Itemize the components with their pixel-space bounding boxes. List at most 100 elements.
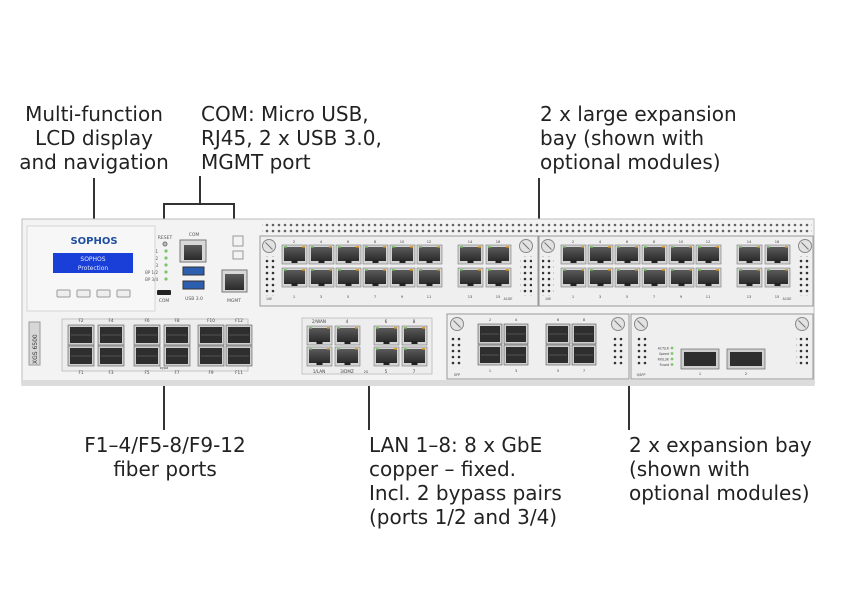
leader-expansion <box>628 386 630 430</box>
large-bay-port-bottom[interactable] <box>587 267 614 288</box>
sfp-port-1[interactable] <box>477 344 503 366</box>
callout-com-line: COM: Micro USB, <box>201 102 369 126</box>
fiber-port-F6[interactable] <box>133 324 161 346</box>
large-bay-port-bottom[interactable] <box>485 267 512 288</box>
lan-port-4[interactable] <box>334 325 361 346</box>
lan-bottom-label: 3/DMZ <box>340 369 354 374</box>
large-bay-port-bottom[interactable] <box>736 267 763 288</box>
thumbscrew-icon[interactable] <box>795 317 809 331</box>
lan-port-3/DMZ[interactable] <box>334 346 361 367</box>
large-bay-port-top[interactable] <box>335 244 362 265</box>
lan-port-7[interactable] <box>401 346 428 367</box>
lcd-button-menu[interactable] <box>56 289 71 298</box>
lan-port-5[interactable] <box>373 346 400 367</box>
sfp-port-2[interactable] <box>477 323 503 345</box>
qsfp-port-2[interactable] <box>726 348 766 370</box>
large-bay-port-bottom[interactable] <box>764 267 791 288</box>
thumbscrew-icon[interactable] <box>541 239 555 253</box>
sfp-port-8[interactable] <box>571 323 597 345</box>
lan-port-6[interactable] <box>373 325 400 346</box>
large-bay-port-bottom[interactable] <box>281 267 308 288</box>
large-bay-port-top[interactable] <box>764 244 791 265</box>
sfp-top-label: 6 <box>557 318 560 322</box>
large-bay-port-top[interactable] <box>641 244 668 265</box>
sfp-port-7[interactable] <box>571 344 597 366</box>
sfp-port-6[interactable] <box>545 323 571 345</box>
large-bay-port-bottom[interactable] <box>641 267 668 288</box>
large-bay-bottom-label: 9 <box>401 295 404 299</box>
fiber-port-F7[interactable] <box>163 345 191 367</box>
large-bay-port-top[interactable] <box>695 244 722 265</box>
lan-top-label: 8 <box>413 319 416 324</box>
thumbscrew-icon[interactable] <box>450 317 464 331</box>
callout-lcd-line: and navigation <box>19 150 169 174</box>
large-bay-port-bottom[interactable] <box>389 267 416 288</box>
leader-com-v1 <box>163 203 165 233</box>
thumbscrew-icon[interactable] <box>634 317 648 331</box>
large-bay-port-top[interactable] <box>587 244 614 265</box>
fiber-port-F2[interactable] <box>67 324 95 346</box>
large-bay-port-bottom[interactable] <box>668 267 695 288</box>
large-bay-port-bottom[interactable] <box>416 267 443 288</box>
thumbscrew-icon[interactable] <box>798 239 812 253</box>
large-bay-port-top[interactable] <box>668 244 695 265</box>
large-bay-port-top[interactable] <box>485 244 512 265</box>
large-bay-port-top[interactable] <box>308 244 335 265</box>
large-bay-port-bottom[interactable] <box>335 267 362 288</box>
large-bay-port-top[interactable] <box>614 244 641 265</box>
large-bay-port-bottom[interactable] <box>614 267 641 288</box>
vent-holes <box>263 256 275 296</box>
large-bay-port-top[interactable] <box>416 244 443 265</box>
lcd-button-ok[interactable] <box>76 289 91 298</box>
large-bay-port-top[interactable] <box>389 244 416 265</box>
fiber-port-F9[interactable] <box>197 345 225 367</box>
lan-port-1/LAN[interactable] <box>306 346 333 367</box>
fiber-port-F8[interactable] <box>163 324 191 346</box>
fiber-port-F4[interactable] <box>97 324 125 346</box>
large-bay-port-bottom[interactable] <box>695 267 722 288</box>
large-bay-port-top[interactable] <box>281 244 308 265</box>
fiber-port-F12[interactable] <box>225 324 253 346</box>
thumbscrew-icon[interactable] <box>262 239 276 253</box>
usb-port-1[interactable] <box>182 266 205 276</box>
led-label-bp34: BP 3/4 <box>145 277 158 282</box>
sfp-top-label: 4 <box>515 318 518 322</box>
callout-fiber: F1–4/F5-8/F9-12 fiber ports <box>62 433 268 481</box>
lcd-button-down[interactable] <box>116 289 131 298</box>
usb-port-2[interactable] <box>182 280 205 290</box>
thumbscrew-icon[interactable] <box>519 239 533 253</box>
fiber-port-F3[interactable] <box>97 345 125 367</box>
fiber-top-label: F8 <box>174 318 179 323</box>
fiber-port-F10[interactable] <box>197 324 225 346</box>
large-bay-bottom-label: 1 <box>572 295 574 299</box>
sfp-port-5[interactable] <box>545 344 571 366</box>
large-bay-port-top[interactable] <box>560 244 587 265</box>
large-bay-top-label: 4 <box>320 240 323 244</box>
large-bay-port-bottom[interactable] <box>457 267 484 288</box>
large-bay-port-bottom[interactable] <box>308 267 335 288</box>
large-bay-port-top[interactable] <box>736 244 763 265</box>
lan-port-8[interactable] <box>401 325 428 346</box>
fiber-port-F11[interactable] <box>225 345 253 367</box>
fiber-top-label: F4 <box>108 318 113 323</box>
fiber-bottom-label: F11 <box>235 370 243 375</box>
micro-usb-port[interactable] <box>157 290 171 295</box>
large-bay-port-bottom[interactable] <box>560 267 587 288</box>
fiber-port-F1[interactable] <box>67 345 95 367</box>
large-bay-port-top[interactable] <box>457 244 484 265</box>
thumbscrew-icon[interactable] <box>611 317 625 331</box>
lcd-button-up[interactable] <box>96 289 111 298</box>
large-bay-port-bottom[interactable] <box>362 267 389 288</box>
sfp-top-label: 2 <box>489 318 491 322</box>
fiber-port-F5[interactable] <box>133 345 161 367</box>
qsfp-port-1[interactable] <box>680 348 720 370</box>
lan-port-2/WAN[interactable] <box>306 325 333 346</box>
callout-large-bay-line: 2 x large expansion <box>540 102 737 126</box>
large-bay-port-top[interactable] <box>362 244 389 265</box>
large-bay-top-label: 8 <box>653 240 656 244</box>
reset-label: RESET <box>158 235 173 241</box>
sfp-port-4[interactable] <box>503 323 529 345</box>
reset-button[interactable] <box>162 241 168 247</box>
large-bay-bottom-label: 11 <box>427 295 432 299</box>
sfp-port-3[interactable] <box>503 344 529 366</box>
